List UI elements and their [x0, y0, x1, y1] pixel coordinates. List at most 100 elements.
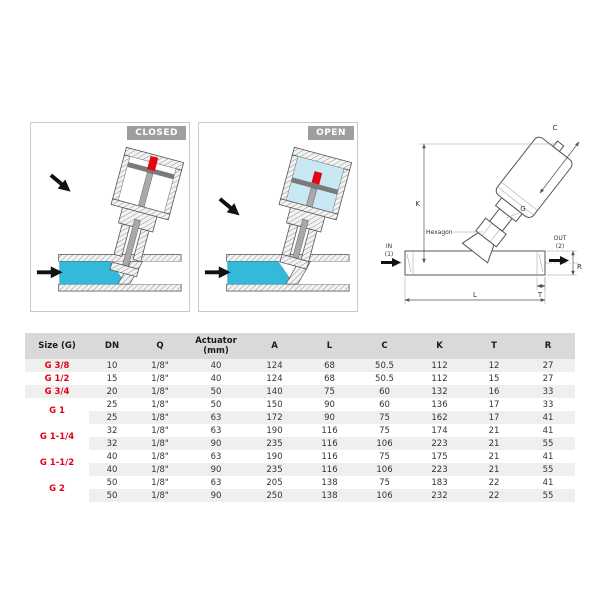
spec-cell: 1/8"	[135, 489, 185, 502]
spec-cell: 132	[412, 385, 467, 398]
col-header-t: T	[467, 333, 521, 359]
pilot-air-arrow	[218, 197, 240, 216]
col-header-actuator: Actuator (mm)	[185, 333, 247, 359]
spec-cell: 1/8"	[135, 411, 185, 424]
spec-cell: 40	[185, 359, 247, 372]
spec-cell: 175	[431, 451, 448, 462]
in-arrow	[381, 258, 401, 267]
flow-in-label: IN (1)	[381, 243, 401, 267]
actuator-assembly	[278, 146, 353, 270]
out-arrow	[549, 256, 569, 265]
spec-cell: 140	[247, 385, 302, 398]
in-sub-label: (1)	[385, 251, 394, 258]
spec-cell: 136	[431, 399, 448, 410]
spec-cell: 1/8"	[135, 359, 185, 372]
pilot-air-arrow	[49, 173, 71, 192]
spec-cell: 150	[266, 399, 283, 410]
flow-in-arrow	[204, 266, 231, 279]
spec-cell: 55	[521, 489, 575, 502]
spec-cell: 21	[467, 463, 521, 476]
pipe-outline	[404, 250, 546, 276]
spec-cell: 1/8"	[151, 451, 169, 462]
dim-label-g: G	[520, 205, 525, 213]
spec-cell: 22	[488, 477, 500, 488]
spec-cell: 223	[412, 437, 467, 450]
dim-t: T	[536, 277, 546, 299]
spec-cell: 27	[542, 373, 554, 384]
open-state-badge: OPEN	[308, 126, 354, 140]
spec-cell: 27	[521, 359, 575, 372]
spec-cell: 40	[106, 451, 118, 462]
dim-label-r: R	[577, 263, 582, 271]
out-sub-label: (2)	[556, 243, 565, 250]
spec-cell: 250	[247, 489, 302, 502]
spec-cell: 116	[302, 463, 357, 476]
spec-cell: 106	[357, 489, 412, 502]
col-header-dn: DN	[89, 333, 135, 359]
out-label: OUT	[554, 235, 567, 242]
hexagon-label: Hexagon	[426, 229, 453, 236]
dim-label-l: L	[473, 291, 477, 299]
spec-cell: 32	[106, 425, 118, 436]
dimension-drawing-panel: K C L T	[377, 110, 589, 330]
dim-label-c: C	[553, 124, 558, 132]
closed-valve-cross-section	[36, 146, 185, 292]
dim-k: K	[415, 143, 557, 264]
spec-cell: 55	[521, 437, 575, 450]
spec-cell: 106	[357, 463, 412, 476]
spec-cell: 33	[521, 385, 575, 398]
spec-cell: 50	[210, 399, 222, 410]
col-header-c: C	[357, 333, 412, 359]
spec-cell: 75	[302, 385, 357, 398]
spec-cell: 16	[467, 385, 521, 398]
spec-cell: 112	[431, 373, 448, 384]
spec-cell: 1/8"	[135, 463, 185, 476]
spec-cell: 10	[89, 359, 135, 372]
spec-cell: 60	[357, 385, 412, 398]
col-header-a: A	[247, 333, 302, 359]
spec-cell: 22	[467, 489, 521, 502]
actuator-assembly	[109, 146, 185, 278]
size-group-cell: G 3/4	[25, 385, 89, 398]
spec-cell: 138	[302, 489, 357, 502]
spec-cell: 235	[247, 463, 302, 476]
spec-cell: 25	[89, 411, 135, 424]
open-valve-cross-section	[204, 146, 353, 292]
valve-plug	[279, 253, 310, 270]
dim-l: L	[404, 277, 546, 304]
g-leader	[505, 212, 520, 219]
spec-cell: 41	[542, 451, 554, 462]
spec-cell: 116	[321, 425, 338, 436]
size-group-cell: G 1-1/2	[39, 458, 75, 468]
spec-cell: 1/8"	[135, 385, 185, 398]
spec-cell: 50.5	[375, 373, 394, 384]
spec-cell: 223	[412, 463, 467, 476]
spec-cell: 75	[379, 451, 390, 462]
spec-cell: 21	[488, 425, 500, 436]
closed-valve-panel: CLOSED	[30, 122, 190, 312]
spec-cell: 50	[185, 385, 247, 398]
spec-cell: 41	[521, 411, 575, 424]
spec-cell: 17	[467, 411, 521, 424]
spec-cell: 116	[321, 451, 338, 462]
spec-cell: 162	[412, 411, 467, 424]
spec-cell: 15	[106, 373, 118, 384]
spec-cell: 1/8"	[135, 437, 185, 450]
spec-cell: 116	[302, 437, 357, 450]
spec-cell: 41	[542, 477, 554, 488]
spec-cell: 25	[106, 399, 118, 410]
flow-out-label: OUT (2)	[549, 235, 569, 265]
spec-cell: 68	[302, 359, 357, 372]
spec-table: Size (G) DN Q Actuator (mm) A L C K T R …	[25, 333, 575, 502]
spec-cell: 50	[89, 489, 135, 502]
spec-cell: 172	[247, 411, 302, 424]
size-group-cell: G 3/8	[25, 359, 89, 372]
col-header-q: Q	[135, 333, 185, 359]
spec-cell: 75	[357, 411, 412, 424]
